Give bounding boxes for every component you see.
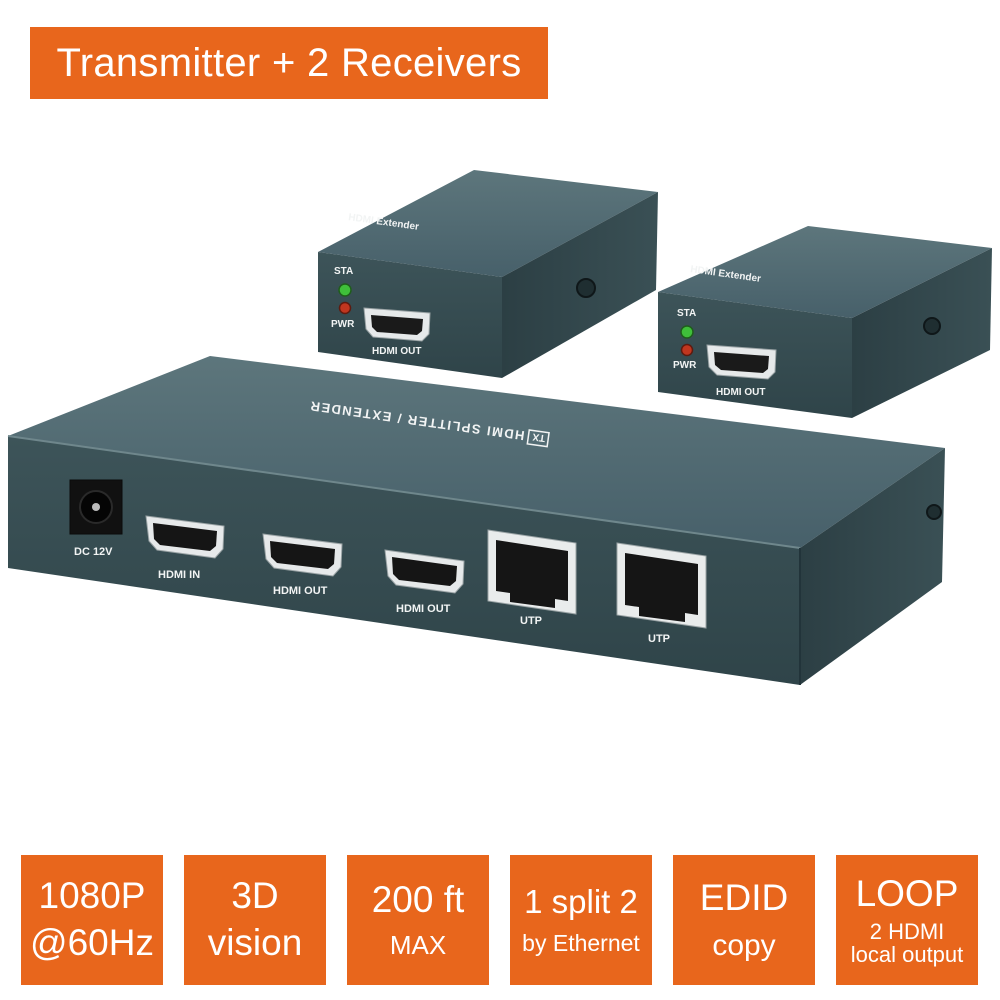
hdmi-in-port-icon: [145, 515, 225, 559]
feature-line1: EDID: [699, 877, 789, 919]
dc-label: DC 12V: [74, 546, 113, 558]
transmitter-screw-icon: [926, 504, 942, 520]
receiver-2-side: [852, 248, 992, 418]
receiver-2-port-label: HDMI OUT: [716, 387, 765, 398]
feature-line2: vision: [207, 922, 303, 963]
transmitter-edge: [7, 435, 801, 549]
feature-line1: 1 split 2: [524, 883, 638, 921]
utp-1-label: UTP: [520, 615, 542, 627]
transmitter-side: [800, 448, 945, 685]
receiver-1-hdmi-port-icon: [363, 307, 431, 342]
receiver-2-top: [658, 226, 992, 318]
feature-line2: 2 HDMI local output: [850, 919, 964, 968]
receiver-2-sta-led-icon: [680, 325, 694, 339]
hdmi-in-label: HDMI IN: [158, 569, 200, 581]
utp-1-port-icon: [487, 529, 577, 615]
feature-line1: 1080P: [38, 875, 146, 917]
receiver-1-pwr-label: PWR: [331, 319, 355, 330]
receiver-2-pwr-label: PWR: [673, 360, 697, 371]
transmitter-tx-tag: TX: [532, 431, 547, 444]
product-svg: HDMI Extender STA PWR HDMI OUT HDMI: [7, 170, 992, 685]
feature-line1: 3D: [231, 875, 279, 917]
hdmi-out-1-label: HDMI OUT: [273, 585, 328, 597]
feature-badge-distance: 200 ft MAX: [347, 855, 489, 985]
feature-badge-resolution: 1080P @60Hz: [21, 855, 163, 985]
feature-badge-edid: EDID copy: [673, 855, 815, 985]
transmitter: HDMI SPLITTER / EXTENDER TX DC 12V: [7, 356, 945, 685]
hdmi-out-1-port-icon: [262, 533, 343, 577]
feature-line2: copy: [712, 928, 776, 962]
utp-2-port-icon: [616, 542, 707, 629]
receiver-2-screw-icon: [923, 317, 941, 335]
hdmi-out-2-label: HDMI OUT: [396, 603, 451, 615]
title-banner: Transmitter + 2 Receivers: [30, 27, 548, 99]
receiver-2: HDMI Extender STA PWR HDMI OUT: [658, 226, 992, 418]
feature-line2: by Ethernet: [522, 929, 640, 956]
receiver-1: HDMI Extender STA PWR HDMI OUT: [318, 170, 658, 378]
receiver-1-port-label: HDMI OUT: [372, 346, 421, 357]
receiver-2-pwr-led-icon: [680, 343, 694, 357]
dc-jack-icon: [69, 479, 123, 535]
banner-title: Transmitter + 2 Receivers: [56, 40, 522, 85]
feature-line2: @60Hz: [30, 922, 154, 963]
feature-line2: MAX: [389, 930, 447, 961]
receiver-2-hdmi-port-icon: [706, 344, 777, 380]
receiver-1-top: [318, 170, 658, 277]
receiver-1-sta-label: STA: [334, 266, 353, 277]
utp-2-label: UTP: [648, 633, 670, 645]
feature-badges: 1080P @60Hz 3D vision 200 ft MAX 1 split…: [21, 855, 981, 985]
feature-badge-3d: 3D vision: [184, 855, 326, 985]
hdmi-out-2-port-icon: [384, 549, 465, 594]
feature-badge-loop: LOOP 2 HDMI local output: [836, 855, 978, 985]
feature-badge-split: 1 split 2 by Ethernet: [510, 855, 652, 985]
receiver-2-sta-label: STA: [677, 308, 696, 319]
receiver-1-pwr-led-icon: [338, 301, 352, 315]
receiver-1-sta-led-icon: [338, 283, 352, 297]
receiver-1-screw-icon: [576, 278, 596, 298]
tx-tag-box: [526, 429, 550, 448]
product-illustration: HDMI Extender STA PWR HDMI OUT HDMI: [0, 150, 1000, 710]
transmitter-top: [8, 356, 945, 548]
feature-line1: 200 ft: [371, 879, 465, 921]
feature-line1: LOOP: [855, 872, 959, 914]
